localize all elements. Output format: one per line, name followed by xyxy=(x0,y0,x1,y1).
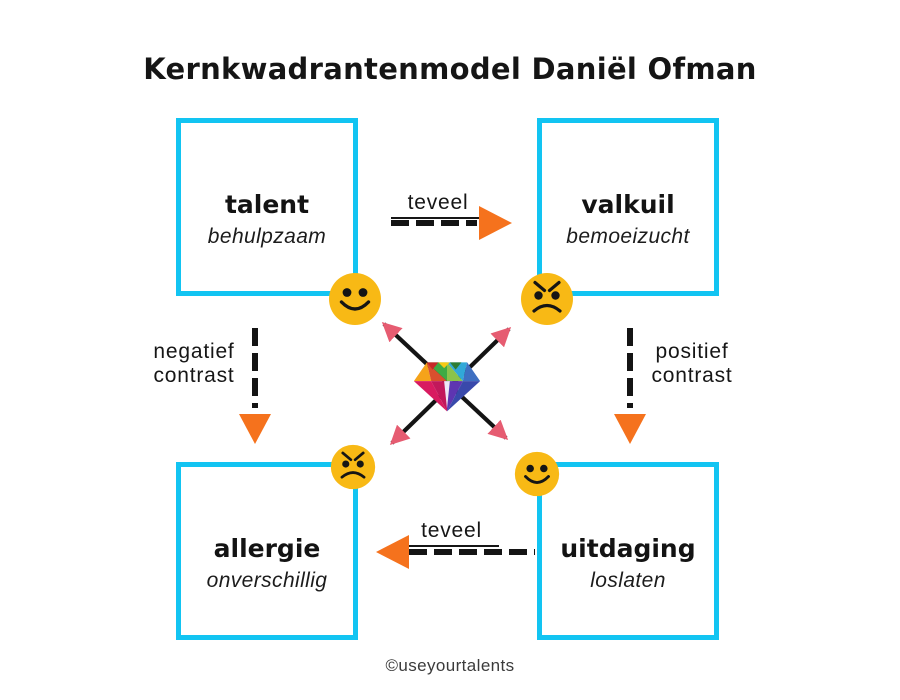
relation-label-teveel-top: teveel xyxy=(391,191,485,219)
dashed-line-right xyxy=(627,328,633,408)
arrow-down-icon xyxy=(614,414,646,444)
contrast-line-1: negatief xyxy=(153,340,235,363)
arrow-down-icon xyxy=(239,414,271,444)
happy-face-icon xyxy=(328,272,382,326)
quadrant-box-talent: talent behulpzaam xyxy=(176,118,358,296)
quadrant-box-valkuil: valkuil bemoeizucht xyxy=(537,118,719,296)
footer-credit: ©useyourtalents xyxy=(385,656,515,675)
happy-face-icon xyxy=(514,451,560,497)
quadrant-label: valkuil xyxy=(581,189,675,219)
quadrant-sublabel: onverschillig xyxy=(206,569,328,593)
quadrant-sublabel: loslaten xyxy=(590,569,666,593)
angry-face-icon xyxy=(330,444,376,490)
dashed-line-left xyxy=(252,328,258,408)
quadrant-sublabel: behulpzaam xyxy=(207,225,327,249)
page-title: Kernkwadrantenmodel Daniël Ofman xyxy=(143,52,757,86)
quadrant-box-uitdaging: uitdaging loslaten xyxy=(537,462,719,640)
gem-icon xyxy=(411,355,483,418)
quadrant-label: talent xyxy=(224,189,310,219)
angry-face-icon xyxy=(520,272,574,326)
contrast-line-2: contrast xyxy=(153,363,235,387)
arrow-right-icon xyxy=(479,206,512,240)
dashed-line-bottom xyxy=(409,549,535,555)
quadrant-label: allergie xyxy=(213,533,321,563)
arrow-left-icon xyxy=(376,535,409,569)
relation-label-negatief-contrast: negatief contrast xyxy=(146,340,242,387)
quadrant-sublabel: bemoeizucht xyxy=(566,225,690,249)
dashed-line-top xyxy=(391,220,477,226)
contrast-line-1: positief xyxy=(655,340,729,363)
relation-label-teveel-bottom: teveel xyxy=(404,519,499,547)
relation-label-positief-contrast: positief contrast xyxy=(644,340,740,387)
quadrant-box-allergie: allergie onverschillig xyxy=(176,462,358,640)
quadrant-label: uitdaging xyxy=(560,533,696,563)
contrast-line-2: contrast xyxy=(651,363,733,387)
